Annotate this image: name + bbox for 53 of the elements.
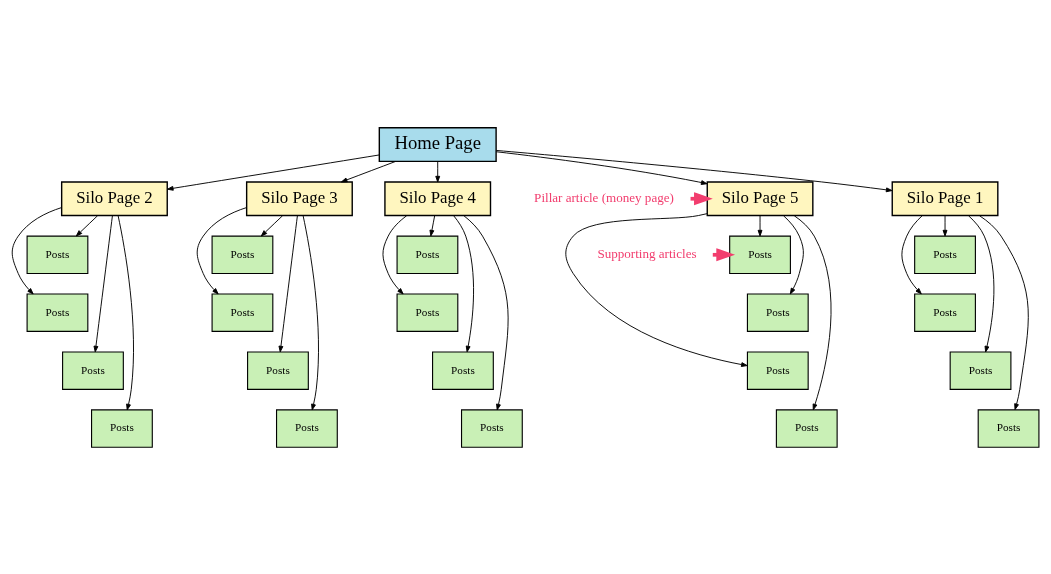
arrow — [382, 214, 408, 294]
node-box: Posts — [91, 408, 153, 448]
node-text: Supporting articles — [597, 245, 697, 261]
node-box: Silo Page 2 — [60, 180, 168, 216]
node-box: Home Page — [378, 126, 497, 162]
arrow — [278, 214, 298, 352]
arrow — [340, 160, 396, 182]
arrow — [901, 214, 923, 294]
arrow — [260, 214, 284, 236]
arrow — [117, 214, 134, 410]
arrow — [453, 214, 474, 352]
node-box: Posts — [914, 293, 976, 332]
arrow — [495, 149, 893, 192]
node-box: Posts — [62, 350, 124, 390]
node-box: Posts — [914, 235, 976, 274]
node-box: Posts — [461, 408, 523, 448]
node-box: Posts — [977, 408, 1040, 448]
arrow — [793, 214, 832, 410]
node-box: Posts — [26, 235, 89, 274]
arrow — [757, 214, 763, 236]
node-box: Posts — [949, 350, 1012, 390]
arrow — [968, 214, 995, 352]
arrow — [978, 214, 1029, 410]
node-box: Posts — [211, 235, 274, 274]
node-box: Posts — [247, 350, 309, 390]
arrow — [429, 214, 436, 236]
node-box: Posts — [432, 350, 494, 390]
arrow — [167, 154, 380, 191]
arrow — [11, 206, 63, 294]
node-box: Silo Page 5 — [706, 180, 814, 216]
node-box: Posts — [775, 408, 838, 448]
node-box: Silo Page 4 — [384, 180, 492, 216]
node-box: Posts — [396, 293, 459, 332]
arrow — [463, 214, 509, 410]
node-text: Pillar article (money page) — [534, 189, 674, 205]
arrow — [302, 214, 319, 410]
arrow — [75, 214, 99, 236]
node-box: Silo Page 1 — [891, 180, 999, 216]
arrow — [565, 212, 748, 367]
arrow — [495, 150, 708, 185]
node-box: Posts — [729, 235, 791, 274]
arrow — [783, 214, 804, 294]
node-box: Posts — [746, 350, 809, 390]
arrow — [435, 160, 441, 182]
node-box: Posts — [211, 293, 274, 332]
arrow — [942, 214, 948, 236]
arrow — [93, 214, 113, 352]
node-box: Posts — [396, 235, 459, 274]
node-box: Silo Page 3 — [245, 180, 353, 216]
node-box: Posts — [276, 408, 338, 448]
node-box: Posts — [746, 293, 809, 332]
node-box: Posts — [26, 293, 89, 332]
arrow — [196, 206, 248, 294]
